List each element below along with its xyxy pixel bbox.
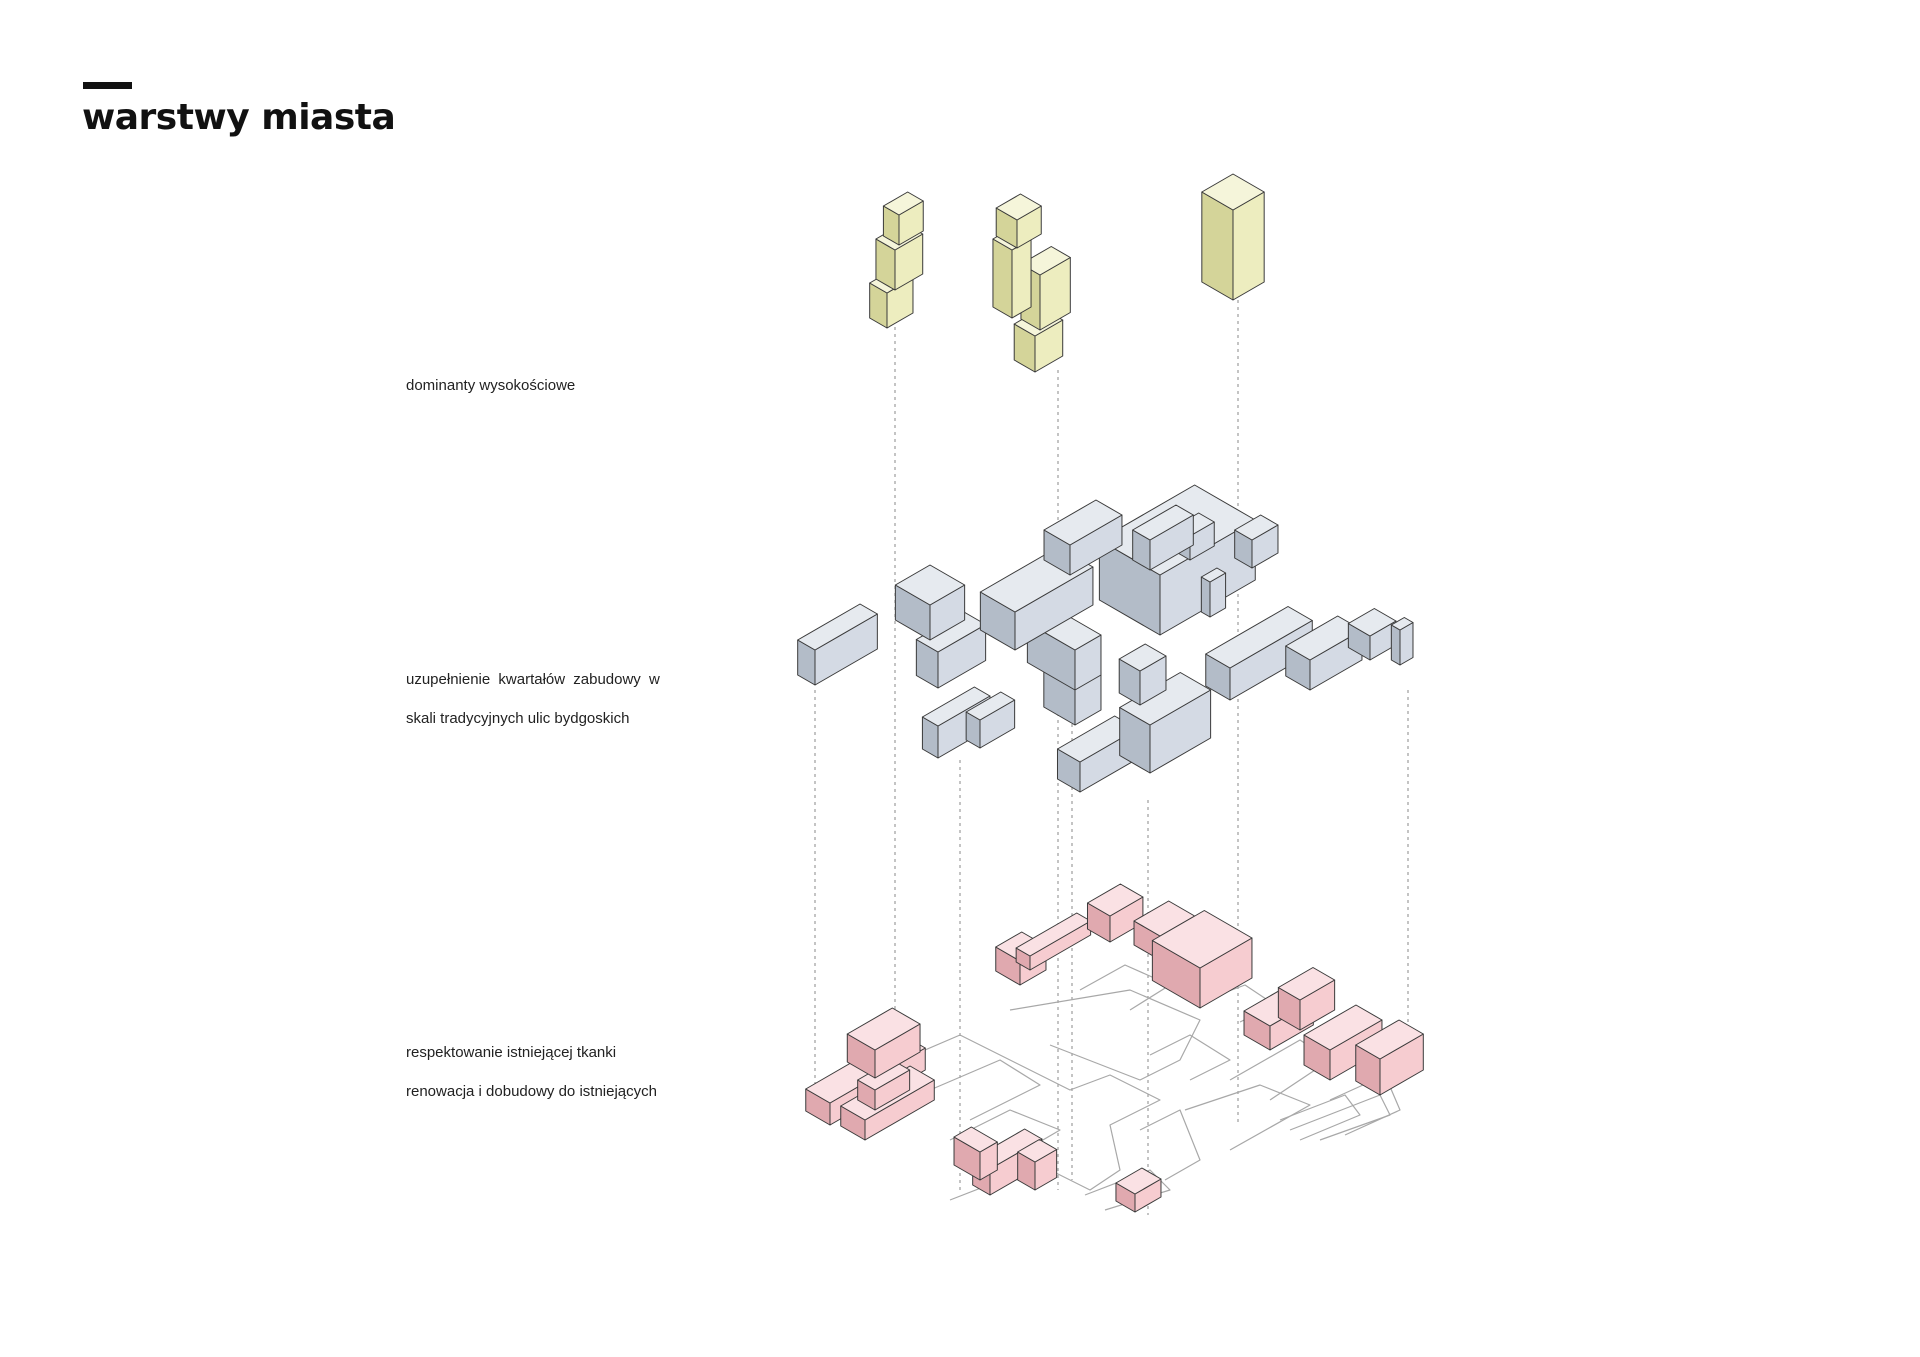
layer-label-infill-line2: skali tradycyjnych ulic bydgoskich: [406, 710, 630, 727]
infill-building: [915, 611, 987, 689]
infill-building: [797, 603, 878, 686]
dominant-tower: [1201, 173, 1265, 301]
street-outline: [1139, 1109, 1201, 1181]
existing-building: [953, 1126, 998, 1181]
infill-building: [1043, 499, 1123, 576]
street-outline: [1149, 1034, 1231, 1081]
existing-building: [857, 1059, 911, 1111]
layer-label-infill-line1: uzupełnienie kwartałów zabudowy w: [406, 671, 660, 688]
street-outline: [1279, 1094, 1361, 1141]
infill-building: [1205, 606, 1313, 701]
street-outline: [1184, 1084, 1311, 1151]
existing-building: [1277, 967, 1336, 1031]
street-outline: [819, 1034, 1161, 1201]
infill-building: [1234, 514, 1279, 569]
dominant-tower: [882, 191, 924, 246]
layer-label-existing-line2: renowacja i dobudowy do istniejących: [406, 1083, 657, 1100]
infill-building: [1119, 672, 1212, 774]
existing-building: [1355, 1019, 1424, 1096]
infill-building: [965, 691, 1016, 749]
layer-dominant-towers: [869, 173, 1265, 373]
street-outline: [929, 1059, 1041, 1121]
layer-infill-buildings: [797, 484, 1414, 793]
infill-building: [1347, 608, 1397, 661]
layer-label-existing-line1: respektowanie istniejącej tkanki: [406, 1044, 617, 1061]
existing-building: [1017, 1139, 1058, 1191]
infill-building: [1118, 643, 1167, 706]
street-outline: [1289, 1094, 1391, 1141]
existing-building: [1115, 1167, 1162, 1213]
street-outline: [1329, 1074, 1401, 1136]
page-title: warstwy miasta: [82, 97, 396, 138]
infill-building: [894, 564, 966, 641]
layer-label-dominants: dominanty wysokościowe: [406, 377, 576, 394]
projection-guides: [814, 300, 1409, 1215]
infill-building: [1132, 504, 1194, 571]
existing-building: [1151, 910, 1253, 1009]
existing-building: [1015, 912, 1092, 971]
street-outline: [1079, 964, 1171, 1011]
infill-building: [1390, 617, 1414, 666]
existing-building: [846, 1007, 921, 1079]
infill-building: [1200, 567, 1227, 618]
title-accent-bar: [83, 82, 132, 89]
layer-existing-buildings: [805, 883, 1424, 1213]
existing-building: [1086, 883, 1144, 943]
street-outline: [1009, 989, 1201, 1081]
dominant-tower: [995, 193, 1042, 249]
